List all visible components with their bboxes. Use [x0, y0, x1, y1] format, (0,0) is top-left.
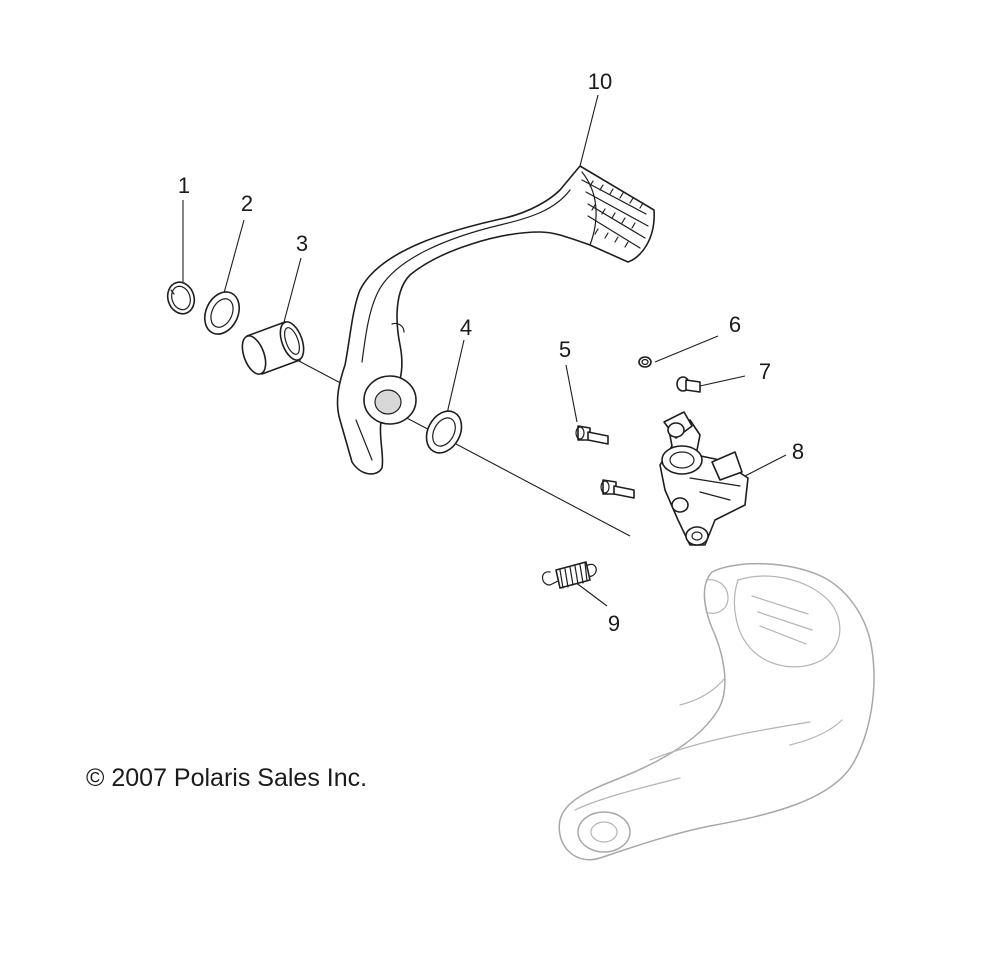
bolt-upper — [575, 425, 609, 445]
leader-6 — [654, 335, 719, 363]
callout-5: 5 — [558, 337, 572, 362]
callout-4: 4 — [459, 315, 473, 340]
leader-7 — [699, 375, 746, 387]
callout-8: 8 — [791, 439, 805, 464]
leader-10 — [579, 94, 599, 167]
master-cylinder — [659, 411, 749, 546]
clip — [638, 356, 652, 368]
callout-2: 2 — [240, 191, 254, 216]
leader-8 — [744, 454, 787, 477]
pin — [676, 376, 701, 393]
callout-1: 1 — [177, 173, 191, 198]
bushing — [241, 321, 305, 375]
callout-9: 9 — [607, 611, 621, 636]
callout-6: 6 — [728, 312, 742, 337]
snap-ring — [166, 281, 196, 315]
brake-pedal — [336, 165, 655, 475]
leader-9 — [574, 581, 608, 607]
washer — [203, 291, 241, 335]
leader-5 — [565, 364, 578, 423]
spring — [541, 561, 597, 589]
callout-7: 7 — [758, 359, 772, 384]
callout-3: 3 — [295, 231, 309, 256]
leader-2 — [223, 219, 245, 294]
leader-4 — [445, 339, 465, 419]
ghost-swing-arm — [558, 562, 875, 861]
callout-10: 10 — [587, 69, 613, 94]
leader-3 — [283, 257, 302, 323]
washer-outer — [425, 410, 463, 454]
bolt-lower — [600, 479, 635, 499]
copyright-notice: © 2007 Polaris Sales Inc. — [86, 764, 368, 792]
